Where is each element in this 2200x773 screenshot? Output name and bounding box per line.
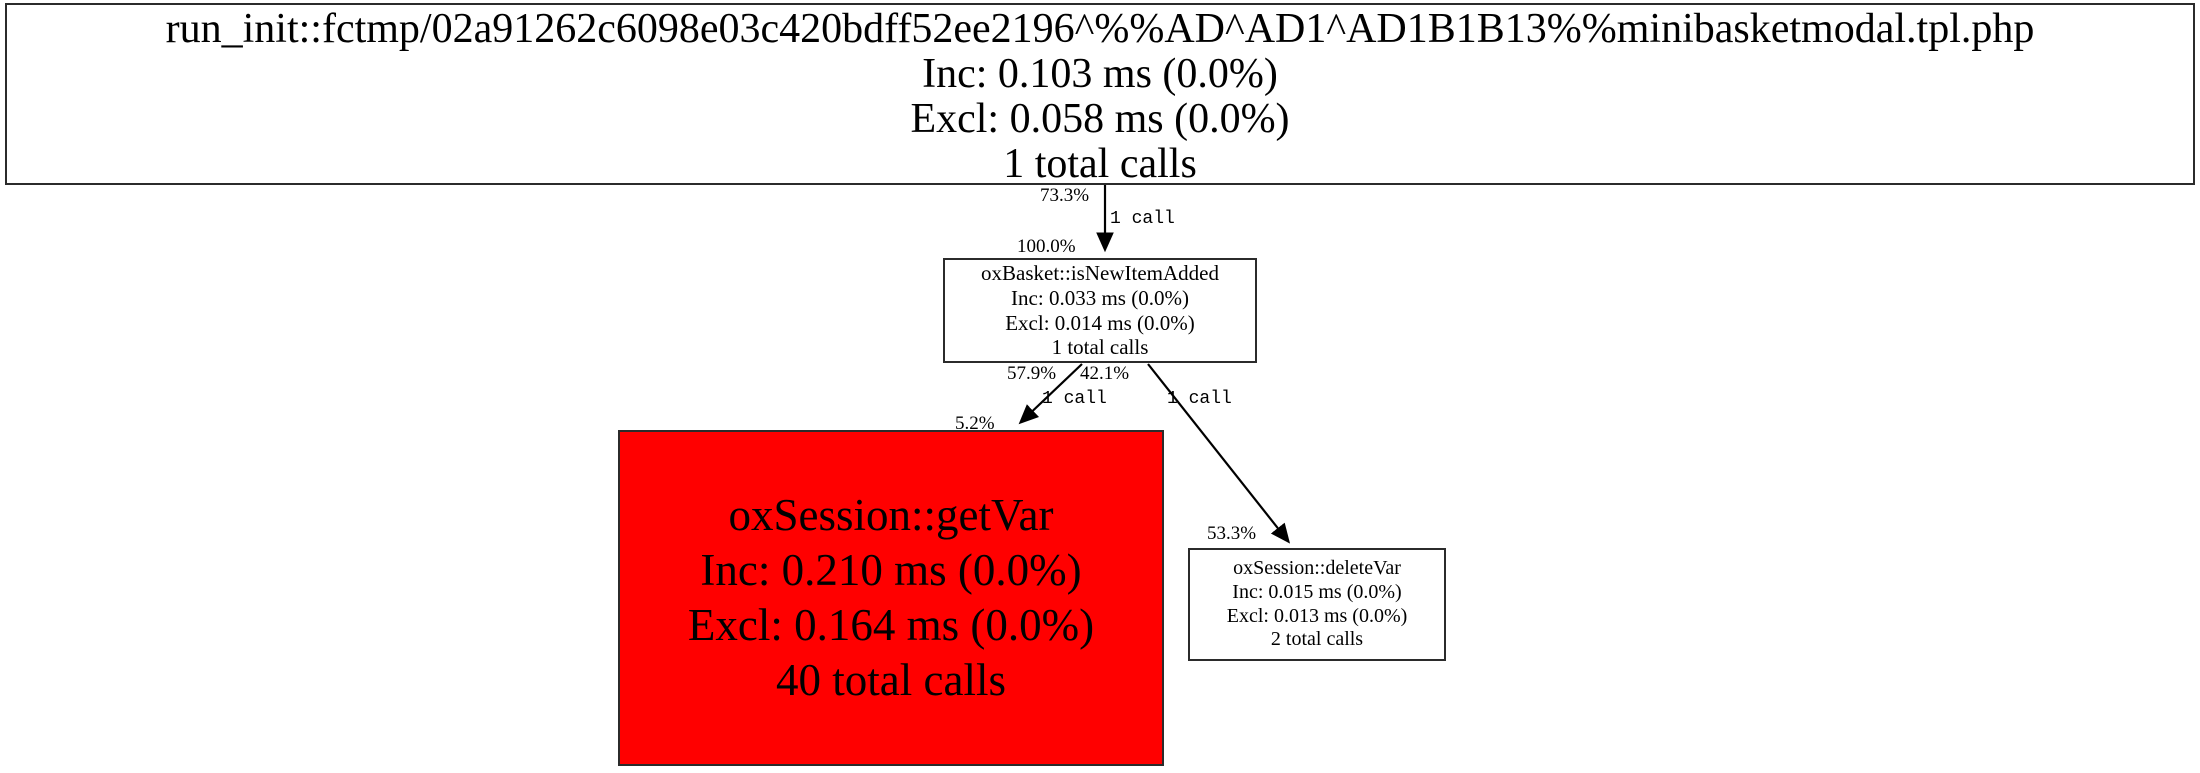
node-inclusive-time: Inc: 0.033 ms (0.0%)	[1011, 285, 1189, 310]
edge-label-calls-isnewitemadded-to-getvar: 1 call	[1042, 389, 1107, 409]
node-total-calls: 2 total calls	[1270, 628, 1364, 651]
edge-label-target-pct-isnewitemadded-to-getvar: 5.2%	[955, 413, 995, 434]
edge-label-calls-isnewitemadded-to-deletevar: 1 call	[1167, 389, 1232, 409]
node-title: oxSession::deleteVar	[1233, 557, 1401, 580]
node-exclusive-time: Excl: 0.058 ms (0.0%)	[910, 95, 1290, 142]
node-total-calls: 1 total calls	[1051, 335, 1149, 360]
edge-label-source-pct-isnewitemadded-to-deletevar: 42.1%	[1080, 363, 1130, 384]
node-total-calls: 40 total calls	[776, 654, 1006, 705]
node-total-calls: 1 total calls	[1003, 140, 1197, 187]
edge-label-target-pct-isnewitemadded-to-deletevar: 53.3%	[1207, 523, 1257, 544]
node-title: run_init::fctmp/02a91262c6098e03c420bdff…	[165, 6, 2035, 52]
node-title: oxBasket::isNewItemAdded	[981, 260, 1219, 285]
node-oxsession-deletevar[interactable]: oxSession::deleteVar Inc: 0.015 ms (0.0%…	[1188, 548, 1446, 661]
edge-label-source-pct-root-to-isnewitemadded: 73.3%	[1040, 185, 1090, 206]
edge-label-source-pct-isnewitemadded-to-getvar: 57.9%	[1007, 363, 1057, 384]
node-oxbasket-isnewitemadded[interactable]: oxBasket::isNewItemAdded Inc: 0.033 ms (…	[943, 258, 1257, 363]
edge-label-target-pct-root-to-isnewitemadded: 100.0%	[1017, 236, 1076, 257]
node-title: oxSession::getVar	[728, 490, 1054, 541]
node-inclusive-time: Inc: 0.015 ms (0.0%)	[1232, 580, 1402, 603]
node-inclusive-time: Inc: 0.210 ms (0.0%)	[700, 545, 1082, 596]
node-exclusive-time: Excl: 0.014 ms (0.0%)	[1005, 310, 1195, 335]
node-exclusive-time: Excl: 0.164 ms (0.0%)	[687, 600, 1095, 650]
node-exclusive-time: Excl: 0.013 ms (0.0%)	[1226, 604, 1408, 627]
edge-label-calls-root-to-isnewitemadded: 1 call	[1110, 209, 1175, 229]
node-inclusive-time: Inc: 0.103 ms (0.0%)	[922, 50, 1278, 97]
node-oxsession-getvar[interactable]: oxSession::getVar Inc: 0.210 ms (0.0%) E…	[618, 430, 1164, 766]
node-run-init-minibasketmodal[interactable]: run_init::fctmp/02a91262c6098e03c420bdff…	[5, 3, 2195, 187]
